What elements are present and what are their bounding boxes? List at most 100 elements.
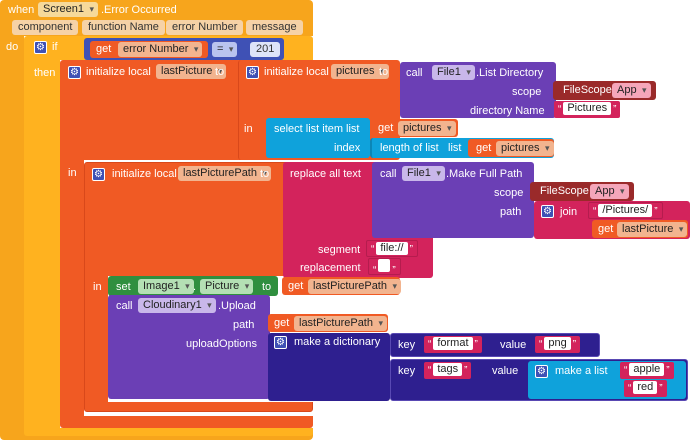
set-in-label: in [93, 281, 102, 293]
init-local-path-label: initialize local [112, 168, 177, 180]
format-string[interactable]: “format” [424, 336, 482, 353]
event-param-error-number[interactable]: error Number [166, 20, 244, 35]
replacement-close-quote-icon: ” [392, 265, 396, 276]
make-list-label: make a list [555, 365, 608, 377]
get-pictures-length-label: get [476, 142, 492, 154]
segment-string[interactable]: “file://” [366, 240, 418, 257]
format-open-quote-icon: “ [428, 339, 432, 350]
set-dot-label: . [193, 281, 197, 293]
segment-open-quote-icon: “ [371, 244, 375, 255]
if-label: if [52, 41, 58, 53]
length-list-label: list [448, 142, 462, 154]
tags-string-value[interactable]: tags [433, 363, 463, 376]
red-open-quote-icon: “ [628, 383, 632, 394]
filescope-app-dropdown-list-dir[interactable]: App [612, 83, 651, 98]
last-picture-name-field[interactable]: lastPicture [156, 64, 227, 79]
list-directory-call-block[interactable] [400, 62, 556, 118]
inner-to-label: to [379, 66, 389, 78]
upload-component-dropdown[interactable]: Cloudinary1 [138, 298, 216, 313]
pictures-gear-icon[interactable] [246, 66, 259, 79]
join-gear-icon[interactable] [541, 205, 554, 218]
set-component-dropdown[interactable]: Image1 [138, 279, 194, 294]
event-component-dropdown[interactable]: Screen1 [38, 2, 98, 17]
number-201[interactable]: 201 [250, 42, 281, 57]
tags-open-quote-icon: “ [428, 365, 432, 376]
segment-close-quote-icon: ” [409, 244, 413, 255]
close-quote-icon: ” [613, 104, 617, 115]
replacement-string[interactable]: “” [368, 258, 401, 276]
png-close-quote-icon: ” [572, 339, 577, 350]
when-label: when [8, 4, 35, 16]
list-dir-component-dropdown[interactable]: File1 [432, 65, 475, 80]
list-gear-icon[interactable] [535, 365, 548, 378]
inner-in-label: in [244, 123, 253, 135]
apple-string[interactable]: “apple” [620, 362, 674, 379]
get-pictures-label: get [378, 122, 394, 134]
red-string-value[interactable]: red [633, 381, 658, 394]
dictionary-gear-icon[interactable] [274, 336, 287, 349]
last-picture-gear-icon[interactable] [68, 66, 81, 79]
then-label: then [34, 67, 56, 79]
filescope-label-full-path: FileScope [540, 185, 589, 197]
error-number-var-dropdown[interactable]: error Number [118, 42, 203, 57]
get-upload-path-var-dropdown[interactable]: lastPicturePath [294, 316, 387, 331]
make-dictionary-block[interactable] [268, 333, 390, 401]
list-dir-directory-label: directory Name [470, 105, 545, 117]
make-dictionary-label: make a dictionary [294, 336, 381, 348]
set-label: set [116, 281, 131, 293]
red-string[interactable]: “red” [624, 380, 667, 397]
select-list-label: list [346, 123, 360, 135]
png-string[interactable]: “png” [535, 336, 581, 353]
set-property-dropdown[interactable]: Picture [200, 279, 254, 294]
replacement-string-value[interactable] [378, 259, 391, 272]
make-full-path-call-block[interactable] [372, 162, 534, 238]
make-full-path-scope-label: scope [494, 187, 524, 199]
pictures-name-field[interactable]: pictures [331, 64, 389, 79]
get-pictures-var-dropdown[interactable]: pictures [398, 121, 456, 136]
event-param-message[interactable]: message [246, 20, 303, 35]
pictures-string[interactable]: “Pictures” [554, 101, 621, 118]
segment-string-value[interactable]: file:// [376, 242, 408, 255]
init-local-pictures-label: initialize local [264, 66, 329, 78]
set-to-label: to [262, 281, 272, 293]
make-full-path-method-label: .Make Full Path [446, 168, 523, 180]
pictures-string-value[interactable]: Pictures [563, 102, 612, 115]
get-last-picture-path-var-dropdown[interactable]: lastPicturePath [308, 279, 401, 294]
last-picture-path-gear-icon[interactable] [92, 168, 105, 181]
get-last-picture-var-dropdown[interactable]: lastPicture [617, 222, 688, 237]
make-full-path-call-label: call [380, 168, 397, 180]
join-close-quote-icon: ” [654, 206, 658, 217]
list-dir-method-label: .List Directory [476, 67, 544, 79]
select-list-item-block[interactable] [266, 118, 370, 158]
outer-in-label: in [68, 167, 77, 179]
apple-open-quote-icon: “ [624, 365, 628, 376]
select-index-label: index [334, 142, 361, 154]
join-pictures-string[interactable]: “/Pictures/” [588, 202, 663, 219]
event-param-component[interactable]: component [12, 20, 79, 35]
join-string-value[interactable]: /Pictures/ [598, 204, 653, 217]
red-close-quote-icon: ” [659, 383, 663, 394]
apple-string-value[interactable]: apple [629, 363, 665, 376]
get-label: get [96, 43, 112, 55]
png-string-value[interactable]: png [544, 337, 571, 350]
get-pictures-length-var-dropdown[interactable]: pictures [496, 141, 554, 156]
filescope-app-dropdown-full-path[interactable]: App [590, 184, 629, 199]
tags-string[interactable]: “tags” [424, 362, 472, 379]
replacement-open-quote-icon: “ [373, 265, 377, 276]
tags-close-quote-icon: ” [464, 365, 468, 376]
list-dir-call-label: call [406, 67, 423, 79]
join-open-quote-icon: “ [593, 206, 597, 217]
last-picture-path-name-field[interactable]: lastPicturePath [178, 166, 271, 181]
pair1-value-label: value [500, 339, 527, 351]
make-full-path-component-dropdown[interactable]: File1 [402, 166, 445, 181]
open-quote-icon: “ [558, 104, 562, 115]
operator-dropdown[interactable]: = [212, 42, 238, 57]
outer-to-label: to [215, 66, 225, 78]
path-to-label: to [260, 168, 270, 180]
if-mutator-gear-icon[interactable] [34, 41, 47, 54]
apple-close-quote-icon: ” [666, 365, 670, 376]
format-string-value[interactable]: format [433, 337, 473, 350]
segment-label: segment [318, 244, 361, 256]
upload-call-label: call [116, 300, 133, 312]
event-param-function-name[interactable]: function Name [82, 20, 165, 35]
